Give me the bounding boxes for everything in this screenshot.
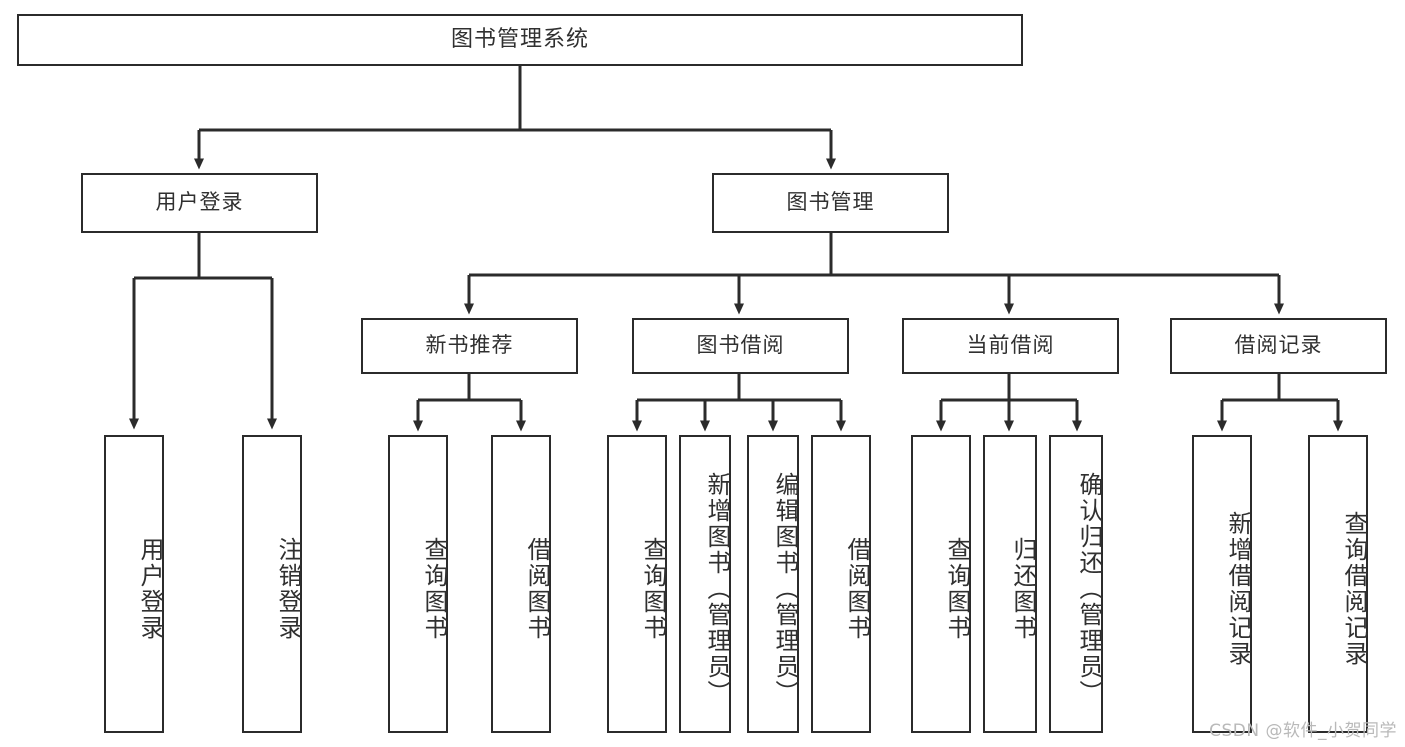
- node-leaf-query-book-borrow[interactable]: 查询图书: [607, 435, 667, 733]
- node-label: 新书推荐: [425, 333, 514, 358]
- node-label: 图书管理: [786, 190, 875, 215]
- node-leaf-borrow-book-recommend[interactable]: 借阅图书: [491, 435, 551, 733]
- node-label: 编辑图书（管理员）: [771, 472, 799, 706]
- node-label: 借阅图书: [843, 537, 871, 641]
- node-leaf-user-login[interactable]: 用户登录: [104, 435, 164, 733]
- node-leaf-add-book-admin[interactable]: 新增图书（管理员）: [679, 435, 731, 733]
- node-label: 归还图书: [1009, 537, 1037, 641]
- node-leaf-edit-book-admin[interactable]: 编辑图书（管理员）: [747, 435, 799, 733]
- node-label: 用户登录: [155, 190, 244, 215]
- node-leaf-borrow-book[interactable]: 借阅图书: [811, 435, 871, 733]
- node-leaf-return-book[interactable]: 归还图书: [983, 435, 1037, 733]
- node-borrow-record[interactable]: 借阅记录: [1170, 318, 1387, 374]
- node-book-borrow[interactable]: 图书借阅: [632, 318, 849, 374]
- watermark-text: CSDN @软件_小贺同学: [1209, 721, 1397, 741]
- node-label: 查询借阅记录: [1340, 511, 1368, 667]
- node-leaf-confirm-return-admin[interactable]: 确认归还（管理员）: [1049, 435, 1103, 733]
- node-user-login[interactable]: 用户登录: [81, 173, 318, 233]
- node-leaf-logout[interactable]: 注销登录: [242, 435, 302, 733]
- node-label: 查询图书: [639, 537, 667, 641]
- node-label: 新增图书（管理员）: [703, 472, 731, 706]
- node-leaf-query-book-recommend[interactable]: 查询图书: [388, 435, 448, 733]
- node-label: 借阅记录: [1234, 333, 1323, 358]
- node-label: 图书管理系统: [450, 26, 589, 52]
- node-label: 查询图书: [943, 537, 971, 641]
- node-label: 当前借阅: [966, 333, 1055, 358]
- node-leaf-add-borrow-record[interactable]: 新增借阅记录: [1192, 435, 1252, 733]
- node-book-management[interactable]: 图书管理: [712, 173, 949, 233]
- node-label: 确认归还（管理员）: [1075, 472, 1103, 706]
- node-root-book-management-system[interactable]: 图书管理系统: [17, 14, 1023, 66]
- node-new-book-recommend[interactable]: 新书推荐: [361, 318, 578, 374]
- node-label: 新增借阅记录: [1224, 511, 1252, 667]
- node-current-borrow[interactable]: 当前借阅: [902, 318, 1119, 374]
- node-label: 图书借阅: [696, 333, 785, 358]
- node-leaf-query-book-current[interactable]: 查询图书: [911, 435, 971, 733]
- node-label: 注销登录: [274, 537, 302, 641]
- node-leaf-query-borrow-record[interactable]: 查询借阅记录: [1308, 435, 1368, 733]
- node-label: 查询图书: [420, 537, 448, 641]
- node-label: 用户登录: [136, 537, 164, 641]
- node-label: 借阅图书: [523, 537, 551, 641]
